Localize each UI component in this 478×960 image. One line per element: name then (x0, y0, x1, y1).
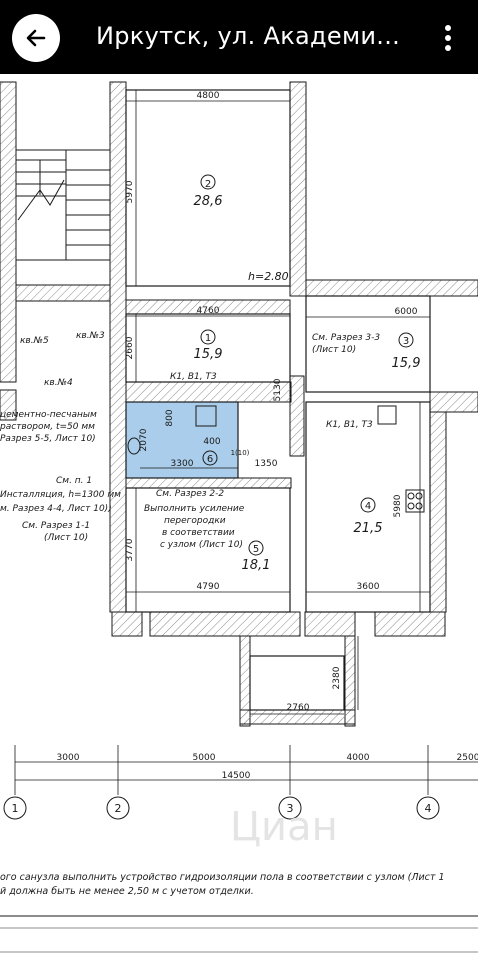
dim-label: 4790 (197, 582, 220, 592)
grid-axis-markers: 1 2 3 4 (3, 796, 440, 820)
more-options-button[interactable] (430, 18, 466, 58)
note: Разрез 5-5, Лист 10) (0, 434, 96, 444)
axis-label: 1 (12, 802, 19, 815)
room-number: 4 (365, 501, 371, 512)
dim-label: 5970 (125, 180, 135, 203)
ceiling-height-label: h=2.80 (248, 270, 289, 283)
dim-label: 2380 (332, 666, 342, 689)
dim-label: 3600 (357, 582, 380, 592)
watermark: Циан (230, 804, 338, 850)
note: кв.№5 (20, 336, 49, 346)
dim-label: 3300 (171, 459, 194, 469)
note: м. Разрез 4-4, Лист 10)) (0, 504, 112, 514)
note: К1, В1, Т3 (170, 372, 217, 382)
dim-label: 1350 (255, 459, 278, 469)
note: кв.№3 (76, 331, 105, 341)
note: кв.№4 (44, 378, 73, 388)
dim-label: 1(10) (231, 449, 250, 457)
dim-label: 2760 (287, 703, 310, 713)
dim-label: 400 (203, 437, 220, 447)
room-area: 15,9 (392, 356, 421, 371)
app-bar: Иркутск, ул. Академи... (0, 0, 478, 74)
axis-label: 3 (287, 802, 294, 815)
note: (Лист 10) (44, 533, 88, 543)
note: раствором, t=50 мм (0, 422, 95, 432)
annotations: кв.№5 кв.№3 кв.№4 цементно-песчаным раст… (0, 331, 380, 550)
axis-label: 2 (115, 802, 122, 815)
dim-label: 2660 (125, 336, 135, 359)
note: (Лист 10) (312, 345, 356, 355)
dim-label: 4000 (347, 753, 370, 763)
room-outlines (125, 89, 431, 711)
note: См. Разрез 1-1 (22, 521, 90, 531)
note: К1, В1, Т3 (326, 420, 373, 430)
note: См. Разрез 3-3 (312, 333, 380, 343)
footnote: й должна быть не менее 2,50 м с учетом о… (0, 886, 254, 897)
dim-label: 4800 (197, 91, 220, 101)
floor-plan[interactable]: 2 28,6 1 15,9 3 15,9 6 4 21,5 5 18,1 h=2… (0, 74, 478, 960)
footnote: ого санузла выполнить устройство гидроиз… (0, 872, 445, 883)
note: цементно-песчаным (0, 410, 97, 420)
room-labels: 2 28,6 1 15,9 3 15,9 6 4 21,5 5 18,1 (194, 174, 421, 573)
note: См. п. 1 (56, 476, 92, 486)
dim-label: 14500 (222, 771, 251, 781)
walls (0, 81, 478, 727)
room-number: 1 (205, 333, 211, 344)
note: Инсталляция, h=1300 мм (0, 490, 121, 500)
dim-label: 6000 (395, 307, 418, 317)
dim-label: 2070 (139, 428, 149, 451)
listing-title: Иркутск, ул. Академи... (96, 22, 401, 50)
note: перегородки (164, 516, 226, 526)
room-area: 21,5 (354, 521, 383, 536)
dim-label: 4760 (197, 306, 220, 316)
note: с узлом (Лист 10) (160, 540, 243, 550)
room-number: 2 (205, 179, 211, 190)
more-vertical-icon (445, 25, 451, 51)
arrow-left-icon (26, 29, 46, 47)
axis-label: 4 (425, 802, 432, 815)
room-area: 15,9 (194, 347, 223, 362)
fixtures (127, 405, 425, 513)
room-area: 18,1 (242, 558, 271, 573)
dimension-lines (14, 90, 478, 795)
dim-label: 800 (165, 409, 175, 426)
room-number: 5 (253, 544, 259, 555)
dim-label: 3000 (57, 753, 80, 763)
staircase (15, 149, 111, 261)
room-area: 28,6 (194, 194, 223, 209)
note: в соответствии (162, 528, 235, 538)
dim-label: 5980 (393, 494, 403, 517)
room-number: 3 (403, 336, 409, 347)
back-button[interactable] (12, 14, 60, 62)
dim-label: 2500 (457, 753, 478, 763)
dimension-values: 4800 5970 4760 6000 2660 5130 800 400 20… (57, 91, 478, 781)
note: См. Разрез 2-2 (156, 489, 224, 499)
dim-label: 5000 (193, 753, 216, 763)
dim-label: 5130 (273, 378, 283, 401)
note: Выполнить усиление (144, 504, 245, 514)
room-number: 6 (207, 454, 213, 465)
dim-label: 3770 (125, 538, 135, 561)
